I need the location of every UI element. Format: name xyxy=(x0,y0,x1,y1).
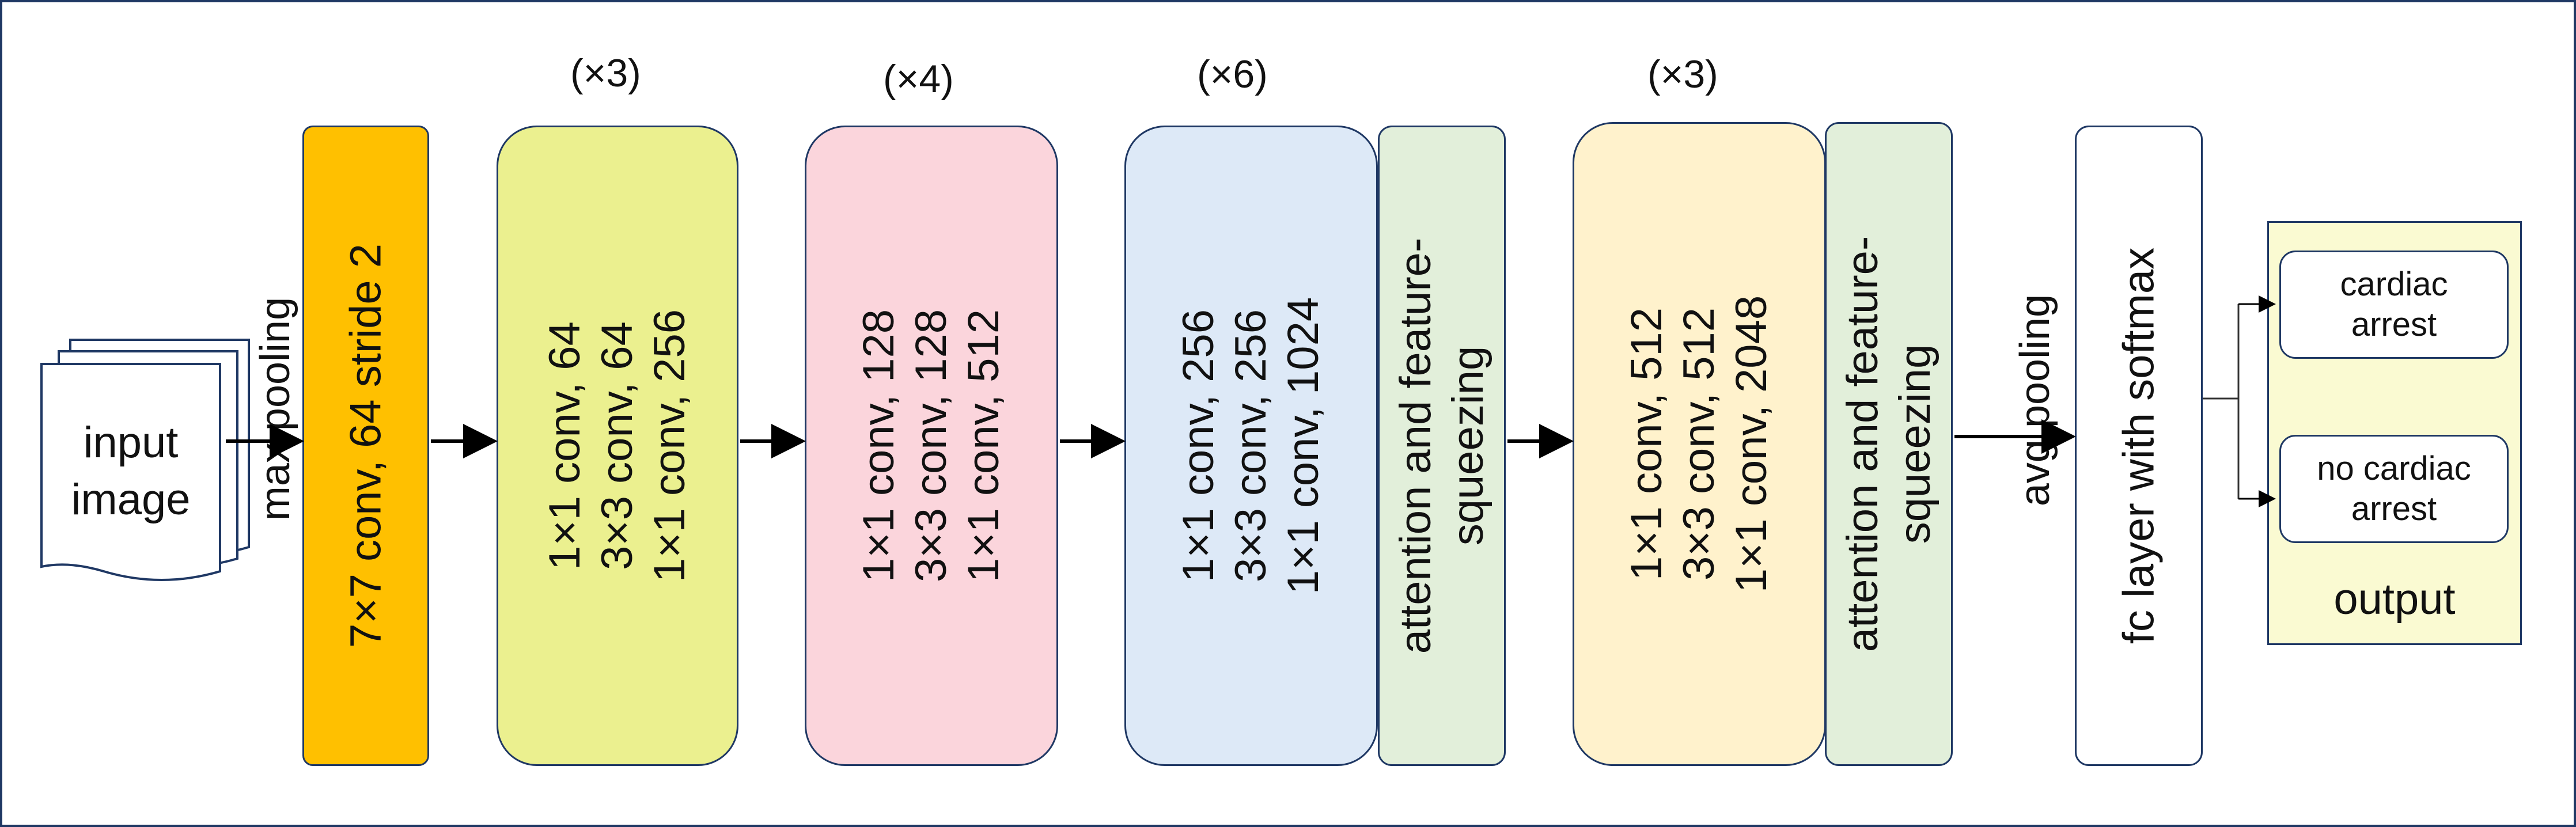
stage4-block: 1×1 conv, 512 3×3 conv, 512 1×1 conv, 20… xyxy=(1573,122,1826,766)
class2-line1: no cardiac xyxy=(2317,450,2471,488)
attention-block-2: attention and feature- squeezing xyxy=(1825,122,1953,766)
output-panel: cardiac arrest no cardiac arrest output xyxy=(2267,221,2522,645)
stage4-multiplier: (×3) xyxy=(1647,52,1718,96)
stage1-multiplier: (×3) xyxy=(570,51,641,95)
conv1-block: 7×7 conv, 64 stride 2 xyxy=(302,126,429,766)
class2-line2: arrest xyxy=(2351,490,2437,528)
input-image-icon xyxy=(40,339,250,581)
input-label-line1: input xyxy=(83,418,179,467)
stage3-multiplier: (×6) xyxy=(1197,52,1268,96)
output-title: output xyxy=(2333,575,2456,624)
input-label-line2: image xyxy=(71,475,191,524)
attention-block-1: attention and feature- squeezing xyxy=(1378,126,1506,766)
stage2-multiplier: (×4) xyxy=(883,57,954,101)
output-class-cardiac-arrest: cardiac arrest xyxy=(2279,251,2509,359)
class1-line1: cardiac xyxy=(2340,265,2448,304)
stage1-block: 1×1 conv, 64 3×3 conv, 64 1×1 conv, 256 xyxy=(497,126,738,766)
stage3-block: 1×1 conv, 256 3×3 conv, 256 1×1 conv, 10… xyxy=(1124,126,1378,766)
stage2-block: 1×1 conv, 128 3×3 conv, 128 1×1 conv, 51… xyxy=(805,126,1058,766)
output-class-no-cardiac-arrest: no cardiac arrest xyxy=(2279,435,2509,543)
input-label: input image xyxy=(41,415,220,529)
fc-layer-block: fc layer with softmax xyxy=(2075,126,2203,766)
class1-line2: arrest xyxy=(2351,306,2437,343)
